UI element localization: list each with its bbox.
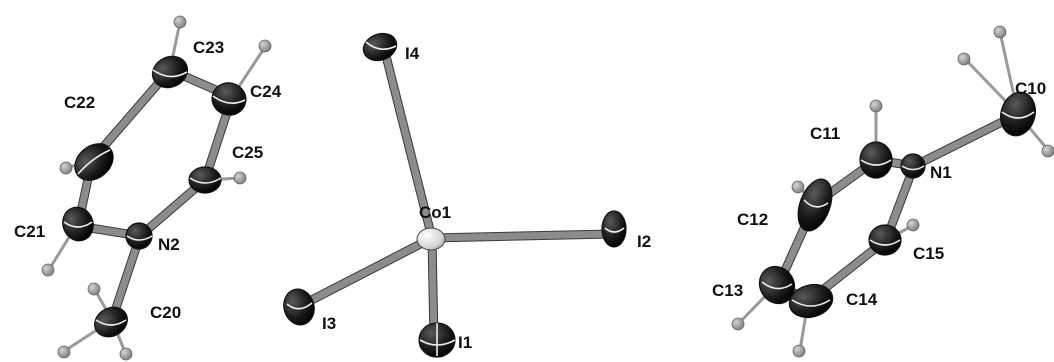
atom-co1 <box>416 227 446 251</box>
label-i3: I3 <box>322 314 336 333</box>
label-n2: N2 <box>158 235 180 254</box>
coi4-anion: I4 Co1 I2 I3 I1 <box>283 32 651 358</box>
label-n1: N1 <box>930 163 952 182</box>
label-c23: C23 <box>193 38 224 57</box>
label-c13: C13 <box>712 281 743 300</box>
label-i4: I4 <box>405 44 420 63</box>
left-cation-hydrogens <box>41 15 272 361</box>
label-c14: C14 <box>846 290 878 309</box>
atom-i2 <box>601 210 627 248</box>
left-cation: C23 C24 C22 C25 C21 N2 C20 <box>14 15 282 361</box>
right-cation-atoms <box>758 91 1036 319</box>
left-cation-bonds <box>73 65 237 325</box>
atom-i1 <box>418 322 456 358</box>
co-i-bonds <box>295 43 617 345</box>
right-cation-hydrogens <box>731 25 1054 358</box>
label-i1: I1 <box>458 333 472 352</box>
left-cation-atoms <box>62 55 247 338</box>
atom-i3 <box>283 288 315 326</box>
label-c20: C20 <box>150 303 181 322</box>
label-c25: C25 <box>232 143 263 162</box>
right-cation: C10 C11 N1 C12 C15 C13 C14 <box>712 25 1054 358</box>
label-c11: C11 <box>810 124 840 143</box>
atom-i4 <box>362 32 398 62</box>
label-c21: C21 <box>14 222 45 241</box>
label-c15: C15 <box>913 244 944 263</box>
label-c24: C24 <box>250 82 282 101</box>
label-co1: Co1 <box>419 203 451 222</box>
label-c10: C10 <box>1015 79 1046 98</box>
label-c12: C12 <box>737 210 768 229</box>
label-i2: I2 <box>637 232 651 251</box>
label-c22: C22 <box>64 93 95 112</box>
